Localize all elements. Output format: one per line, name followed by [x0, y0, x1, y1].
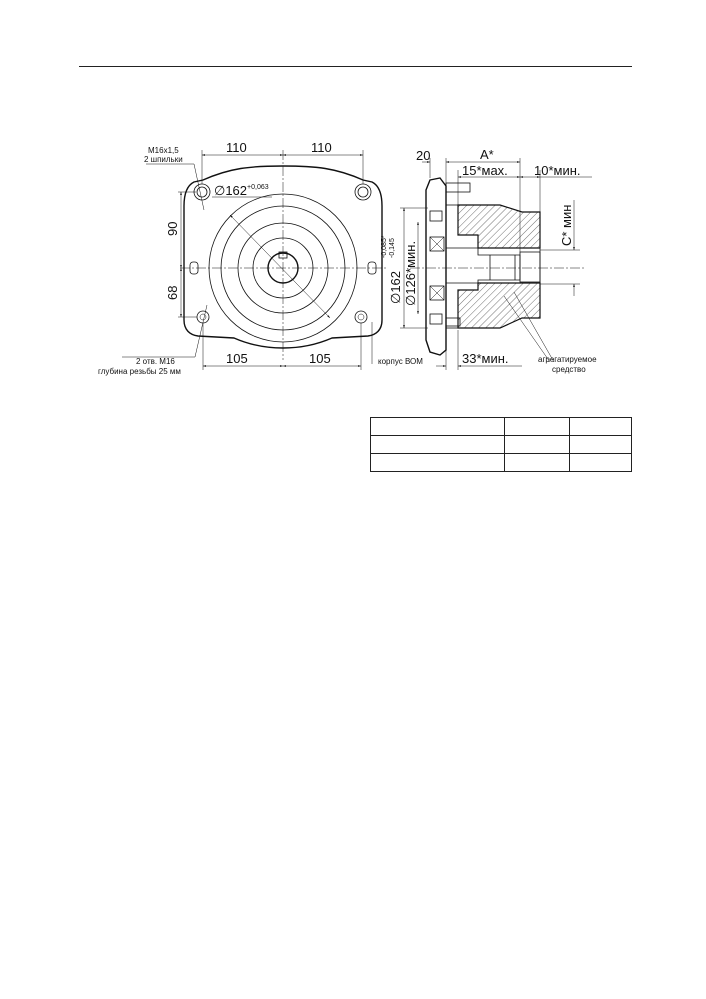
table-row: [370, 453, 632, 472]
dim-C: C* мин: [559, 205, 574, 246]
label-housing: корпус ВОМ: [378, 357, 423, 366]
dim-lower-vertical: 68: [165, 286, 180, 300]
dim-upper-vertical: 90: [165, 222, 180, 236]
dim-15: 15*мах.: [462, 163, 508, 178]
specification-table: [370, 417, 632, 472]
dim-bottom-right: 105: [309, 351, 331, 366]
front-view: 110 110 90 68 105 105 ∅162+0,063 M16x1,5…: [98, 140, 386, 376]
diameter-162-label: ∅162+0,063: [214, 183, 269, 198]
stud-top-right: [354, 183, 372, 201]
table-row: [370, 435, 632, 454]
diameter-126-side-label: ∅126*мин.: [403, 241, 418, 306]
flange-plate-side: [425, 177, 447, 356]
flange-outline: [183, 165, 383, 349]
housing-lower-section: [457, 282, 541, 329]
stud-callout-line2: 2 шпильки: [144, 155, 183, 164]
shaft-profile: [446, 247, 521, 284]
dim-10: 10*мин.: [534, 163, 581, 178]
dim-33: 33*мин.: [462, 351, 509, 366]
hole-bottom-left: [196, 310, 210, 324]
label-unit-line1: агрегатируемое: [538, 355, 597, 364]
page-header-rule: [79, 66, 632, 67]
dim-A: A*: [480, 147, 494, 162]
diameter-162-tol-lower: -0,145: [389, 238, 396, 258]
housing-upper-section: [457, 204, 541, 249]
dim-top-left: 110: [226, 140, 247, 155]
side-view: 20 A* 15*мах. 10*мин. C* мин 33*мин. ∅16…: [378, 147, 597, 374]
hole-bottom-right: [354, 310, 368, 324]
diameter-162-tol-upper: -0,085*: [381, 235, 388, 258]
dim-20: 20: [416, 148, 430, 163]
dim-bottom-left: 105: [226, 351, 248, 366]
stud-callout-line1: M16x1,5: [148, 146, 179, 155]
table-row: [370, 417, 632, 436]
diameter-162-side-label: ∅162: [388, 271, 403, 304]
dim-top-right: 110: [311, 140, 332, 155]
hole-callout-line1: 2 отв. M16: [136, 357, 175, 366]
hole-callout-line2: глубина резьбы 25 мм: [98, 367, 181, 376]
stud-top-left: [193, 183, 211, 201]
label-unit-line2: средство: [552, 365, 586, 374]
